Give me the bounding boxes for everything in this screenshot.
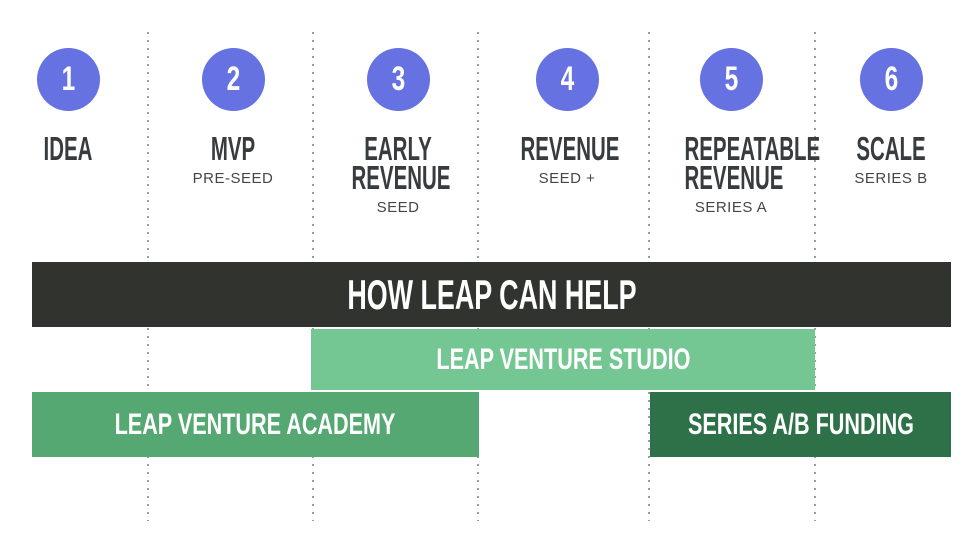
stage-funding-label-6: SERIES B [854, 170, 928, 187]
stage-column-repeatable-revenue: 5 REPEATABLE REVENUE SERIES A [656, 48, 821, 217]
stage-column-revenue: 4 REVENUE SEED + [492, 48, 642, 188]
stage-number-badge-1: 1 [36, 48, 100, 111]
stage-funding-label-4: SEED + [538, 170, 596, 187]
leap-venture-studio-bar: LEAP VENTURE STUDIO [311, 329, 815, 390]
stage-column-idea: 1 IDEA [0, 48, 143, 170]
stage-number-4: 4 [560, 60, 574, 98]
stage-title-revenue: REVENUE [520, 130, 620, 167]
series-ab-funding-label: SERIES A/B FUNDING [687, 407, 914, 441]
stage-number-2: 2 [226, 60, 240, 98]
stage-number-badge-3: 3 [366, 48, 430, 111]
stage-number-badge-4: 4 [535, 48, 599, 111]
stage-funding-label-3: SEED [376, 199, 420, 216]
stage-title-mvp: MVP [210, 130, 256, 167]
stage-number-6: 6 [884, 60, 898, 98]
stage-funding-label-2: PRE-SEED [192, 170, 274, 187]
leap-venture-academy-bar: LEAP VENTURE ACADEMY [32, 392, 479, 457]
stage-number-3: 3 [391, 60, 405, 98]
stage-number-5: 5 [724, 60, 738, 98]
stage-title-early-revenue: EARLY REVENUE [351, 130, 451, 196]
how-leap-can-help-label: HOW LEAP CAN HELP [346, 270, 637, 318]
stage-column-early-revenue: 3 EARLY REVENUE SEED [323, 48, 473, 217]
stage-number-badge-6: 6 [859, 48, 923, 111]
stage-title-scale: SCALE [856, 130, 926, 167]
how-leap-can-help-bar: HOW LEAP CAN HELP [32, 262, 951, 327]
stage-column-mvp: 2 MVP PRE-SEED [158, 48, 308, 188]
leap-venture-studio-label: LEAP VENTURE STUDIO [435, 342, 691, 376]
stage-number-badge-5: 5 [699, 48, 763, 111]
stage-column-scale: 6 SCALE SERIES B [816, 48, 966, 188]
series-ab-funding-bar: SERIES A/B FUNDING [650, 392, 951, 457]
stage-funding-label-5: SERIES A [694, 199, 768, 216]
stage-title-repeatable-revenue: REPEATABLE REVENUE [684, 130, 821, 196]
stage-number-badge-2: 2 [201, 48, 265, 111]
stage-number-1: 1 [61, 60, 75, 98]
stage-title-idea: IDEA [43, 130, 93, 167]
leap-venture-academy-label: LEAP VENTURE ACADEMY [115, 407, 396, 441]
